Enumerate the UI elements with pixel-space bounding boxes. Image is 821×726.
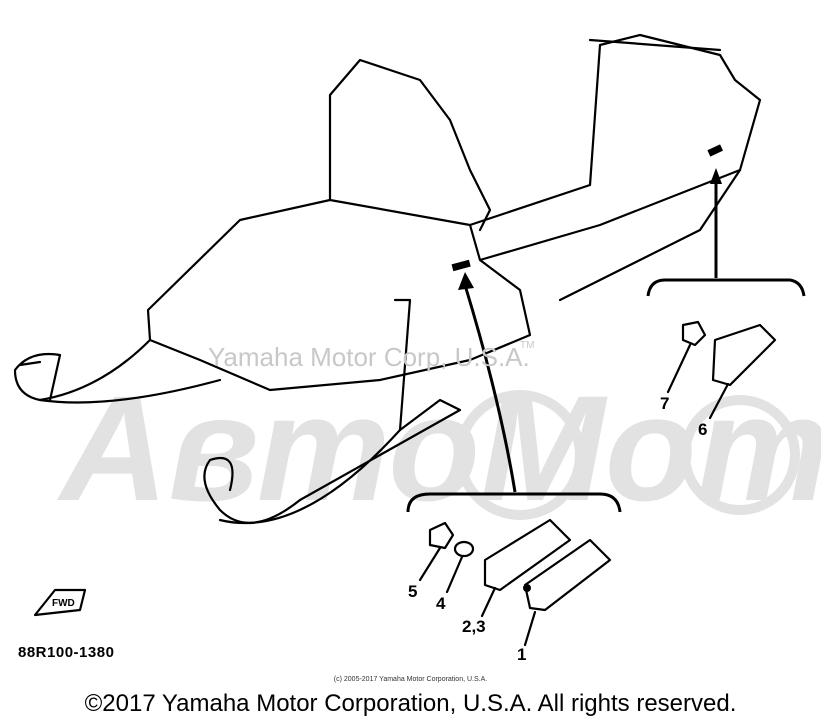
- callout-7: 7: [660, 394, 670, 413]
- callout-4: 4: [436, 594, 446, 613]
- copyright-notice: ©2017 Yamaha Motor Corporation, U.S.A. A…: [84, 690, 737, 717]
- leader-lines: [418, 343, 730, 647]
- snowmobile-drawing: FWD: [13, 33, 806, 647]
- ski-right: [203, 298, 462, 524]
- part-5-nut: [428, 521, 455, 550]
- bracket-rear-parts: [646, 278, 806, 297]
- watermark-text: Yamaha Motor Corp, U.S.A.: [208, 342, 530, 372]
- part-6-reflector: [711, 323, 777, 387]
- decal-front: [451, 259, 471, 272]
- small-copyright: (c) 2005-2017 Yamaha Motor Corporation, …: [333, 676, 488, 683]
- ski-left: [13, 338, 152, 402]
- watermark-tm: TM: [520, 340, 535, 351]
- watermark-wheel-icon: [680, 395, 800, 515]
- part-7-nut: [681, 320, 707, 347]
- bracket-front-parts: [406, 492, 622, 513]
- part-1-reflector: [523, 538, 612, 612]
- watermark-wheel-icon: [455, 390, 585, 520]
- part-code: 88R100-1380: [18, 644, 115, 661]
- watermark-logo: АвтоМото: [56, 364, 821, 532]
- part-4-washer: [453, 540, 475, 558]
- watermark-logo-text: АвтоМото: [56, 364, 821, 532]
- callout-1: 1: [517, 645, 527, 664]
- fwd-arrow-icon: [33, 588, 87, 617]
- fwd-label: FWD: [52, 598, 75, 609]
- callout-6: 6: [698, 420, 708, 439]
- part-2-3-bracket: [483, 518, 572, 592]
- arrow-front-decal: [463, 284, 517, 493]
- callout-2-3: 2,3: [462, 617, 486, 636]
- decal-rear: [707, 144, 724, 157]
- callout-5: 5: [408, 582, 418, 601]
